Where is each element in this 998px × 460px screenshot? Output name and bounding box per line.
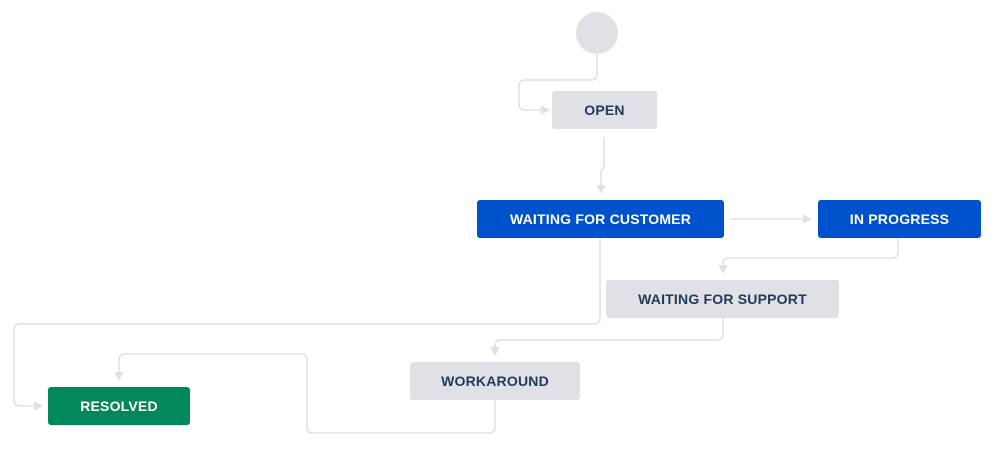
status-in-progress-label: IN PROGRESS	[849, 211, 950, 227]
arrowhead-waiting-for-support	[718, 265, 728, 274]
status-waiting-for-support[interactable]: WAITING FOR SUPPORT	[606, 280, 839, 318]
arrowhead-resolved-left	[34, 401, 43, 411]
arrowhead-resolved-top	[114, 372, 124, 381]
status-resolved-label: RESOLVED	[80, 398, 158, 414]
status-resolved[interactable]: RESOLVED	[48, 387, 190, 425]
status-workaround-label: WORKAROUND	[441, 373, 549, 389]
transition-start-to-open[interactable]	[518, 54, 598, 111]
transition-workaround-to-resolved[interactable]	[118, 353, 496, 434]
status-waiting-for-customer[interactable]: WAITING FOR CUSTOMER	[477, 200, 724, 238]
arrowhead-in-progress	[803, 214, 812, 224]
transition-open-to-waiting-for-customer[interactable]	[600, 137, 605, 186]
start-node	[576, 12, 618, 54]
status-open[interactable]: OPEN	[552, 91, 657, 129]
transition-waiting-for-customer-to-resolved[interactable]	[13, 238, 601, 407]
status-waiting-for-support-label: WAITING FOR SUPPORT	[638, 291, 807, 307]
status-open-label: OPEN	[584, 102, 625, 118]
arrowhead-workaround	[490, 347, 500, 356]
transition-in-progress-to-waiting-for-support[interactable]	[722, 238, 899, 266]
status-workaround[interactable]: WORKAROUND	[410, 362, 580, 400]
arrowhead-open	[541, 105, 550, 115]
transition-waiting-for-support-to-workaround[interactable]	[494, 318, 724, 348]
status-in-progress[interactable]: IN PROGRESS	[818, 200, 981, 238]
status-waiting-for-customer-label: WAITING FOR CUSTOMER	[509, 211, 692, 227]
arrowhead-waiting-for-customer	[596, 185, 606, 194]
